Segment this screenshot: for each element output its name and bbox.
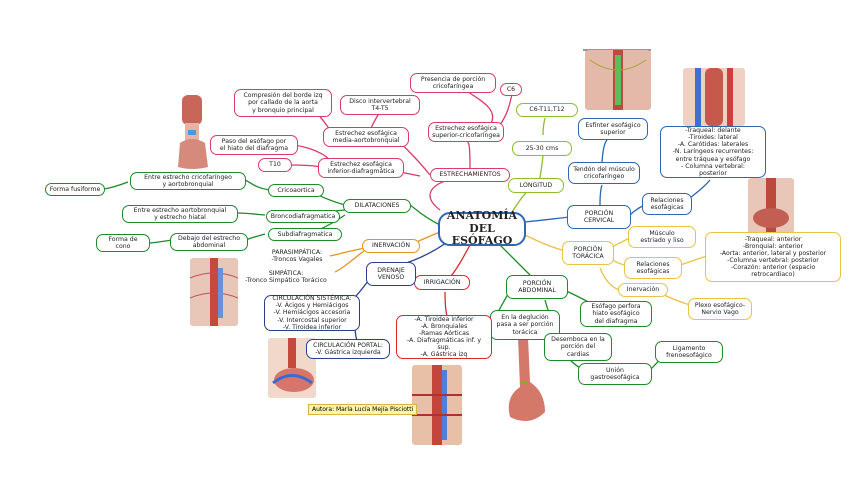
central-title: ANATOMÍA DEL ESÓFAGO [438, 209, 526, 247]
node-tendon-cricofaringeo: Tendón del músculo cricofaríngeo [568, 162, 640, 184]
node-dilataciones: DILATACIONES [343, 199, 411, 213]
node-porcion-abdominal: PORCIÓN ABDOMINAL [506, 275, 568, 299]
portal-circulation-illustration [268, 338, 316, 398]
node-c6: C6 [500, 83, 522, 96]
node-relaciones-cervical-detail: -Traqueal: delante -Tiroides: lateral -A… [660, 126, 766, 178]
node-parasimpatica: PARASIMPÁTICA: -Troncos Vagales [271, 248, 323, 263]
node-debajo-estrecho: Debajo del estrecho abdominal [170, 233, 248, 251]
node-circulacion-portal: CIRCULACIÓN PORTAL: -V. Gástrica izquier… [306, 339, 390, 359]
mediastinum-illustration [748, 178, 794, 234]
node-cricoaortica: Cricoaortica [268, 184, 324, 197]
node-longitud-cm: 25-30 cms [512, 141, 572, 156]
node-inervacion-toracica: Inervación [618, 283, 668, 297]
node-relaciones-toracica: Relaciones esofágicas [624, 257, 682, 279]
node-entre-cricofaringeo: Entre estrecho cricofaríngeo y aortobron… [130, 172, 246, 190]
node-irrigacion-detail: -A. Tiroidea inferior -A. Bronquiales -R… [396, 315, 492, 359]
node-estrechez-media: Estrechez esofágica media-aortobronquial [323, 127, 409, 147]
node-drenaje-venoso: DRENAJE VENOSO [366, 262, 416, 286]
node-inervacion: INERVACIÓN [362, 239, 420, 253]
node-porcion-cervical: PORCIÓN CERVICAL [567, 205, 631, 229]
node-esfinter-superior: Esfínter esofágico superior [578, 118, 648, 140]
gastroesophageal-illustration [500, 337, 550, 427]
node-paso-hiato: Paso del esófago por el hiato del diafra… [210, 135, 298, 155]
esophagus-illustration-left [170, 95, 215, 170]
node-broncodiafragmatica: Broncodiafragmatica [266, 210, 340, 223]
author-label: Autora: María Lucía Mejía Pisciotti [308, 404, 418, 415]
node-ligamento-frenoesofagico: Ligamento frenoesofágico [655, 341, 723, 363]
node-relaciones-cervical: Relaciones esofágicas [642, 193, 692, 215]
node-forma-fusiforme: Forma fusiforme [45, 183, 105, 196]
node-perfora-hiato: Esófago perfora hiato esofágico del diaf… [580, 301, 652, 327]
node-entre-aortobronquial: Entre estrecho aortobronquial y estrecho… [122, 205, 238, 223]
node-union-gastroesofagica: Unión gastroesofágica [578, 363, 652, 385]
irrigation-illustration [412, 365, 462, 445]
node-desemboca-cardias: Desemboca en la porción del cardias [544, 333, 612, 361]
node-plexo-esofagico: Plexo esofágico- Nervio Vago [688, 298, 752, 320]
node-circulacion-sistemica: CIRCULACIÓN SISTÉMICA: -V. Ácigos y Hemi… [264, 295, 360, 331]
node-musculo-estriado: Músculo estriado y liso [628, 226, 696, 248]
neck-anatomy-illustration [683, 68, 745, 126]
cervical-anatomy-illustration [585, 50, 651, 110]
node-compresion-aorta: Compresión del borde izq por callado de … [234, 89, 332, 117]
node-presencia-cricofaringea: Presencia de porción cricofaríngea [410, 73, 496, 93]
node-longitud-vert: C6-T11,T12 [516, 103, 578, 117]
node-porcion-toracica: PORCIÓN TORÁCICA [562, 241, 614, 265]
node-estrechamientos: ESTRECHAMIENTOS [430, 168, 510, 182]
thoracic-anatomy-illustration [190, 258, 238, 326]
node-subdiafragmatica: Subdiafragmatica [268, 228, 342, 241]
node-longitud: LONGITUD [508, 178, 564, 193]
node-forma-cono: Forma de cono [96, 234, 150, 252]
node-estrechez-superior: Estrechez esofágica superior-cricofaríng… [428, 122, 504, 142]
node-relaciones-toracica-detail: -Traqueal: anterior -Bronquial: anterior… [705, 232, 841, 282]
node-estrechez-inferior: Estrechez esofágica inferior-diafragmáti… [318, 158, 404, 178]
node-disco-intervertebral: Disco intervertebral T4-T5 [340, 95, 420, 115]
node-deglucion: En la deglución pasa a ser porción torác… [490, 310, 560, 340]
node-simpatica: SIMPÁTICA: -Tronco Simpático Torácico [245, 269, 327, 284]
node-t10: T10 [258, 158, 292, 172]
node-irrigacion: IRRIGACIÓN [414, 275, 470, 290]
